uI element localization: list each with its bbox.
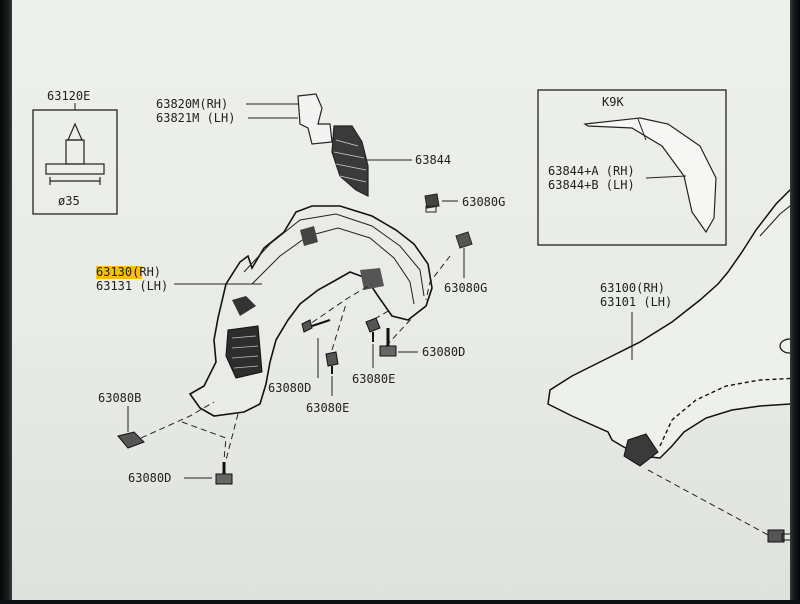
clip-e-right-group: 63080E [352, 317, 395, 386]
screw-center-group: 63080D [268, 319, 331, 395]
mudguard-variant-seam [637, 118, 647, 141]
mudguard-texture [333, 139, 367, 183]
screw-bottom-icon [215, 462, 233, 485]
grommet-mid-part-no: 63080G [444, 281, 487, 295]
fender-liner-vent-grille [231, 335, 259, 369]
monitor-bezel-right [790, 0, 800, 600]
fender-liner-part-line1: 63130(RH) [96, 265, 161, 279]
grommet-mid-icon [455, 231, 473, 249]
grommet-top-part-no: 63080G [462, 195, 505, 209]
clip-e-center-icon [325, 351, 339, 374]
fender-liner-highlight [96, 266, 142, 279]
k9k-leader [645, 175, 687, 179]
clip-box-dimension: ø35 [58, 194, 80, 208]
mudguard-part-no: 63844 [415, 153, 451, 167]
clip-box-part-no: 63120E [47, 89, 90, 103]
k9k-part-line1: 63844+A (RH) [548, 164, 635, 178]
nut-clip-group: 63080B [98, 391, 145, 449]
fender-fastener-line [647, 469, 771, 537]
screw-right-part-no: 63080D [422, 345, 465, 359]
nut-clip-icon [117, 431, 145, 449]
fender-corner-bracket [623, 433, 659, 467]
screw-bottom-part-no: 63080D [128, 471, 171, 485]
mudguard-variant-icon [583, 117, 717, 234]
k9k-model-code: K9K [602, 95, 624, 109]
fender-liner-group: 63130(RH) 63131 (LH) [96, 205, 433, 417]
k9k-part-line2: 63844+B (LH) [548, 178, 635, 192]
fender-icon [547, 179, 800, 459]
screw-right-group: 63080D [379, 328, 465, 359]
screw-center-part-no: 63080D [268, 381, 311, 395]
fender-part-line1: 63100(RH) [600, 281, 665, 295]
fender-liner-vent-1 [232, 296, 256, 316]
k9k-frame-border [537, 89, 727, 246]
seal-part-line1: 63820M(RH) [156, 97, 228, 111]
seal-part-line2: 63821M (LH) [156, 111, 235, 125]
fender-liner-bracket [300, 226, 318, 246]
fender-wheel-arch [659, 377, 800, 447]
seal-group: 63820M(RH) 63821M (LH) [156, 93, 333, 145]
clip-e-center-group: 63080E [306, 351, 349, 415]
grommet-top-stem [425, 205, 437, 213]
fender-group: 63100(RH) 63101 (LH) [547, 179, 800, 543]
fender-liner-tab [360, 268, 384, 290]
grommet-top-icon [424, 193, 440, 209]
clip-e-center-part-no: 63080E [306, 401, 349, 415]
k9k-frame: K9K 63844+A (RH) 63844+B (LH) [537, 89, 727, 246]
clip-e-right-icon [365, 317, 381, 342]
screw-bottom-group: 63080D [128, 462, 233, 485]
monitor-bezel-left [0, 0, 12, 600]
fastener-lines [131, 255, 451, 461]
screw-center-icon [301, 319, 331, 333]
fender-liner-part-line2: 63131 (LH) [96, 279, 168, 293]
fender-liner-rib-1 [243, 213, 425, 297]
seal-icon [297, 93, 333, 145]
screw-right-icon [379, 328, 397, 357]
clip-e-right-part-no: 63080E [352, 372, 395, 386]
grommet-mid-group: 63080G [444, 231, 487, 295]
grommet-top-group: 63080G [424, 193, 505, 213]
push-clip-icon [45, 122, 105, 185]
mudguard-group: 63844 [331, 125, 451, 197]
mudguard-icon [331, 125, 369, 197]
fender-liner-rib-2 [251, 227, 415, 305]
nut-clip-part-no: 63080B [98, 391, 141, 405]
fender-part-line2: 63101 (LH) [600, 295, 672, 309]
fender-liner-vent-2 [225, 325, 263, 379]
clip-box: 63120E ø35 [32, 89, 118, 215]
